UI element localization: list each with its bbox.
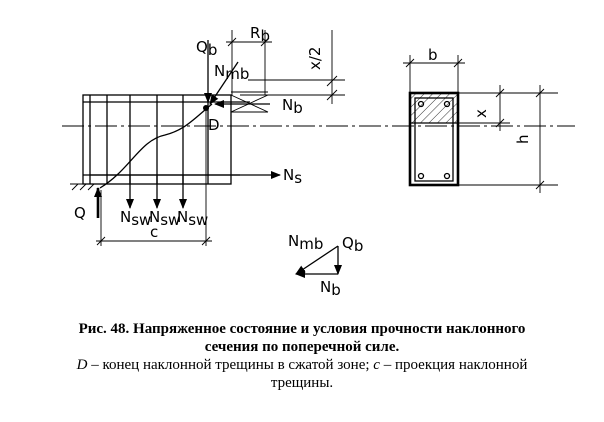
b-dimension	[403, 55, 465, 93]
h-dimension	[458, 85, 558, 193]
nmb-label: Nmb	[214, 62, 249, 83]
d-point-label: D	[208, 116, 220, 134]
nmb-arrow	[209, 61, 239, 105]
caption-line-4: трещины.	[270, 375, 334, 391]
x-half-dimension	[240, 30, 345, 104]
x-label: x	[472, 109, 490, 118]
h-label: h	[514, 134, 532, 144]
caption-line-1: Рис. 48. Напряженное состояние и условия…	[78, 321, 526, 337]
rb-dimension	[226, 30, 272, 95]
qb-label: Qb	[196, 38, 217, 59]
cross-section	[408, 91, 460, 187]
q-label: Q	[74, 204, 86, 222]
figure-caption: Рис. 48. Напряженное состояние и условия…	[0, 320, 604, 392]
triangle-nb-label: Nb	[320, 278, 341, 299]
ns-label: Ns	[283, 166, 302, 187]
inclined-crack	[99, 103, 213, 189]
x-dimension	[458, 85, 510, 131]
c-label: c	[150, 223, 158, 241]
beam-diagram: Qb Nmb Rb x/2 Nb D Ns Q Nsw Nsw Nsw	[62, 24, 575, 299]
b-label: b	[428, 46, 438, 64]
point-d-marker	[203, 105, 209, 111]
c-dimension	[96, 110, 212, 246]
caption-line-2: сечения по поперечной силе.	[204, 339, 400, 355]
nsw-label: Nsw	[149, 208, 180, 229]
caption-line-3: D – конец наклонной трещины в сжатой зон…	[76, 357, 528, 373]
rb-label: Rb	[250, 24, 270, 45]
x-half-label: x/2	[306, 47, 324, 70]
nsw-label: Nsw	[120, 208, 151, 229]
force-triangle	[295, 245, 342, 278]
triangle-nmb-label: Nmb	[288, 232, 323, 253]
triangle-qb-label: Qb	[342, 234, 363, 255]
nb-right-label: Nb	[282, 96, 303, 117]
nsw-label: Nsw	[177, 208, 208, 229]
